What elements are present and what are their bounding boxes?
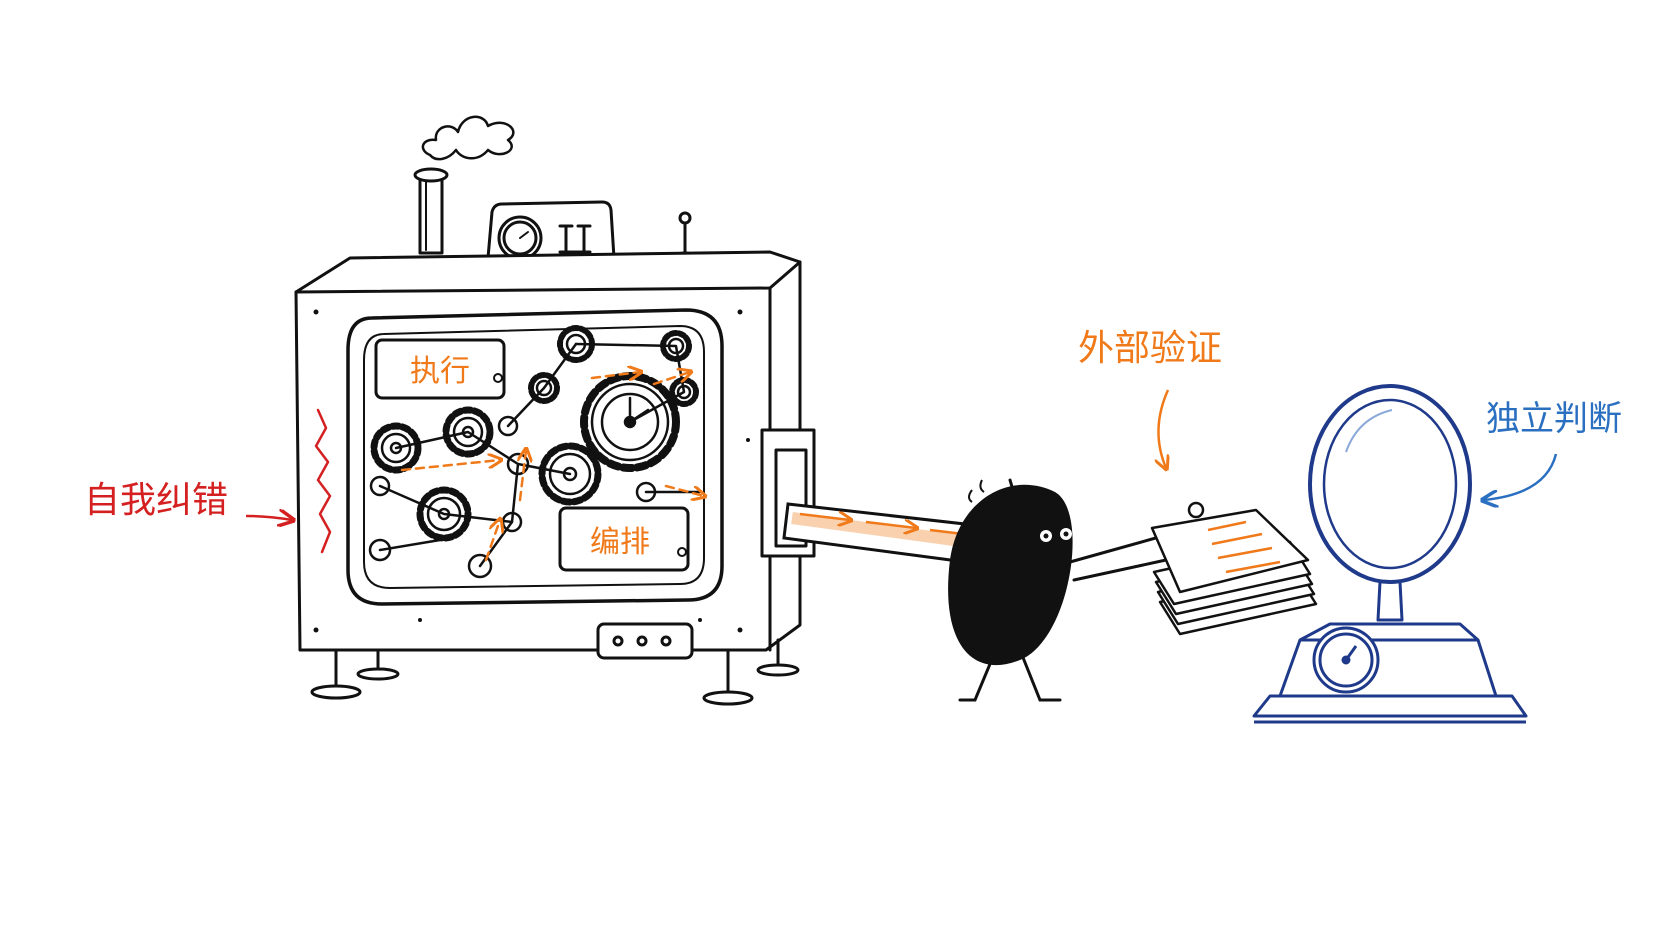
chimney	[413, 167, 449, 255]
execute-label: 执行	[410, 354, 470, 389]
independent-judgment-label: 独立判断	[1486, 399, 1622, 439]
self-correction-label: 自我纠错	[84, 480, 228, 521]
magnifier-scale-icon	[1252, 384, 1528, 724]
internal-flow-arrows	[400, 372, 704, 562]
execute-box	[374, 338, 506, 400]
paper-stack-icon	[1150, 501, 1318, 636]
gears-cluster	[368, 325, 702, 579]
crack-icon	[314, 408, 332, 554]
smoke-cloud	[421, 115, 515, 161]
external-verification-arrow	[1158, 389, 1168, 468]
blob-character-icon	[948, 478, 1172, 702]
machine-feet	[310, 638, 800, 706]
bottom-control-strip	[596, 622, 694, 660]
orchestrate-label: 编排	[590, 525, 650, 560]
gear-machine-icon	[294, 115, 816, 706]
self-correction-arrow	[245, 516, 292, 520]
external-verification-label: 外部验证	[1078, 328, 1222, 369]
control-panel	[486, 200, 697, 265]
orchestrate-box	[558, 506, 690, 572]
independent-judgment-arrow	[1484, 453, 1558, 500]
